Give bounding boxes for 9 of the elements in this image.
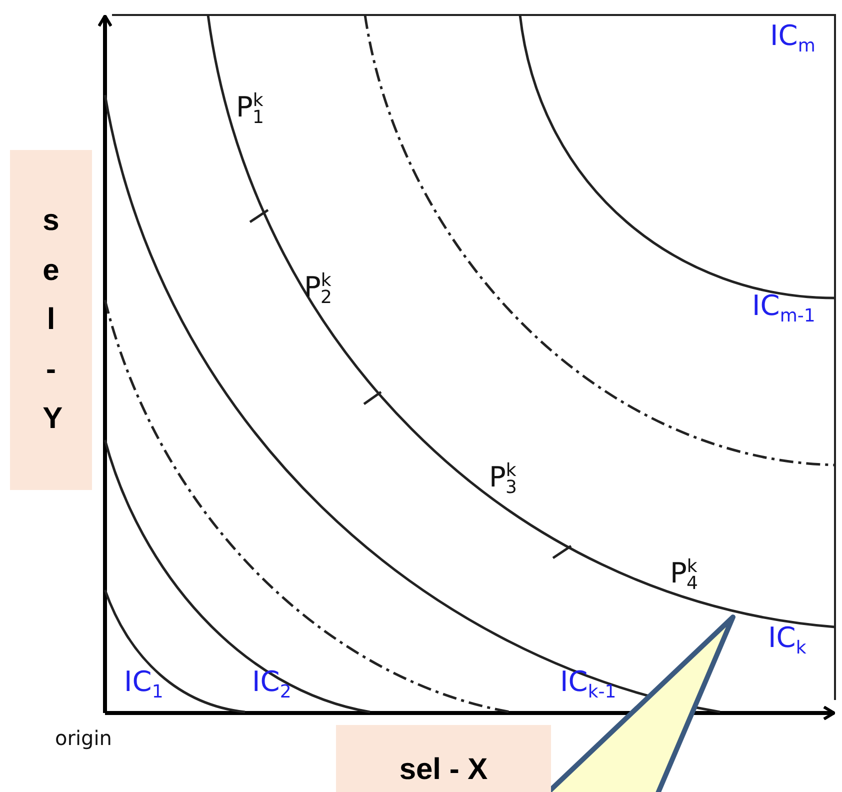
curve-label: IC$_{k-1}$	[560, 668, 616, 702]
curve-label: IC$_{1}$	[124, 668, 164, 702]
curve-label: IC$_{m-1}$	[752, 292, 816, 326]
axis-title: s e l - Y	[42, 203, 60, 438]
curve-label: IC$_{2}$	[252, 668, 292, 702]
curve-label: IC$_{k}$	[768, 624, 806, 658]
origin-label: origin	[55, 728, 112, 748]
curve-label: IC$_{m}$	[770, 22, 816, 56]
axis-title: sel - X	[399, 753, 488, 787]
